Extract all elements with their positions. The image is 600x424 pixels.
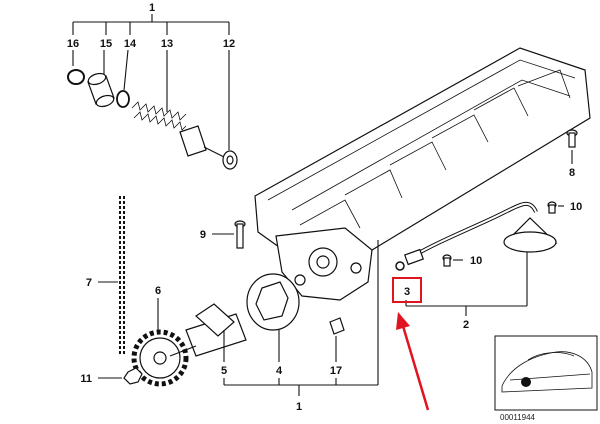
callout-1-top: 1 <box>149 2 155 14</box>
location-thumbnail: 00011944 <box>494 335 598 422</box>
bolt-8 <box>566 129 578 164</box>
sleeve-15 <box>87 72 115 108</box>
callout-11: 11 <box>80 373 92 385</box>
bolt-10-upper <box>547 201 564 214</box>
thumbnail-caption: 00011944 <box>500 413 536 422</box>
piston-valve-12 <box>179 125 238 170</box>
spring-13 <box>131 101 187 131</box>
nut-11 <box>98 367 143 385</box>
callout-10-upper: 10 <box>570 201 582 213</box>
highlight-box <box>392 277 422 303</box>
dowel-pin-17 <box>329 317 345 335</box>
location-marker <box>521 377 531 387</box>
callout-7: 7 <box>86 277 92 289</box>
callout-12: 12 <box>223 38 235 50</box>
callout-8: 8 <box>569 167 575 179</box>
callout-13: 13 <box>161 38 173 50</box>
bracket-2 <box>405 252 528 316</box>
callout-14: 14 <box>124 38 137 50</box>
o-ring-16 <box>67 69 85 85</box>
bolt-10-lower <box>442 254 463 267</box>
callout-5: 5 <box>221 365 227 377</box>
drive-shaft-5 <box>169 303 247 357</box>
callout-2: 2 <box>463 319 469 331</box>
callout-17: 17 <box>330 365 342 377</box>
callout-10-lower: 10 <box>470 255 482 267</box>
callout-6: 6 <box>155 285 161 297</box>
callout-1-bottom: 1 <box>296 401 302 413</box>
washer-14 <box>116 90 130 108</box>
chain-7 <box>98 196 125 356</box>
callout-3: 3 <box>404 286 410 298</box>
strainer <box>503 217 558 253</box>
highlight-arrow <box>396 312 430 411</box>
sprocket-6 <box>131 298 189 387</box>
pickup-tube <box>395 202 538 271</box>
callout-16: 16 <box>67 38 79 50</box>
bottom-bracket <box>223 240 379 396</box>
outer-rotor-4 <box>246 273 300 331</box>
callout-4: 4 <box>276 365 283 377</box>
oil-pan-housing <box>254 47 591 301</box>
callout-9: 9 <box>200 229 206 241</box>
bolt-9 <box>212 220 246 249</box>
top-bracket <box>72 14 230 150</box>
callout-15: 15 <box>100 38 112 50</box>
